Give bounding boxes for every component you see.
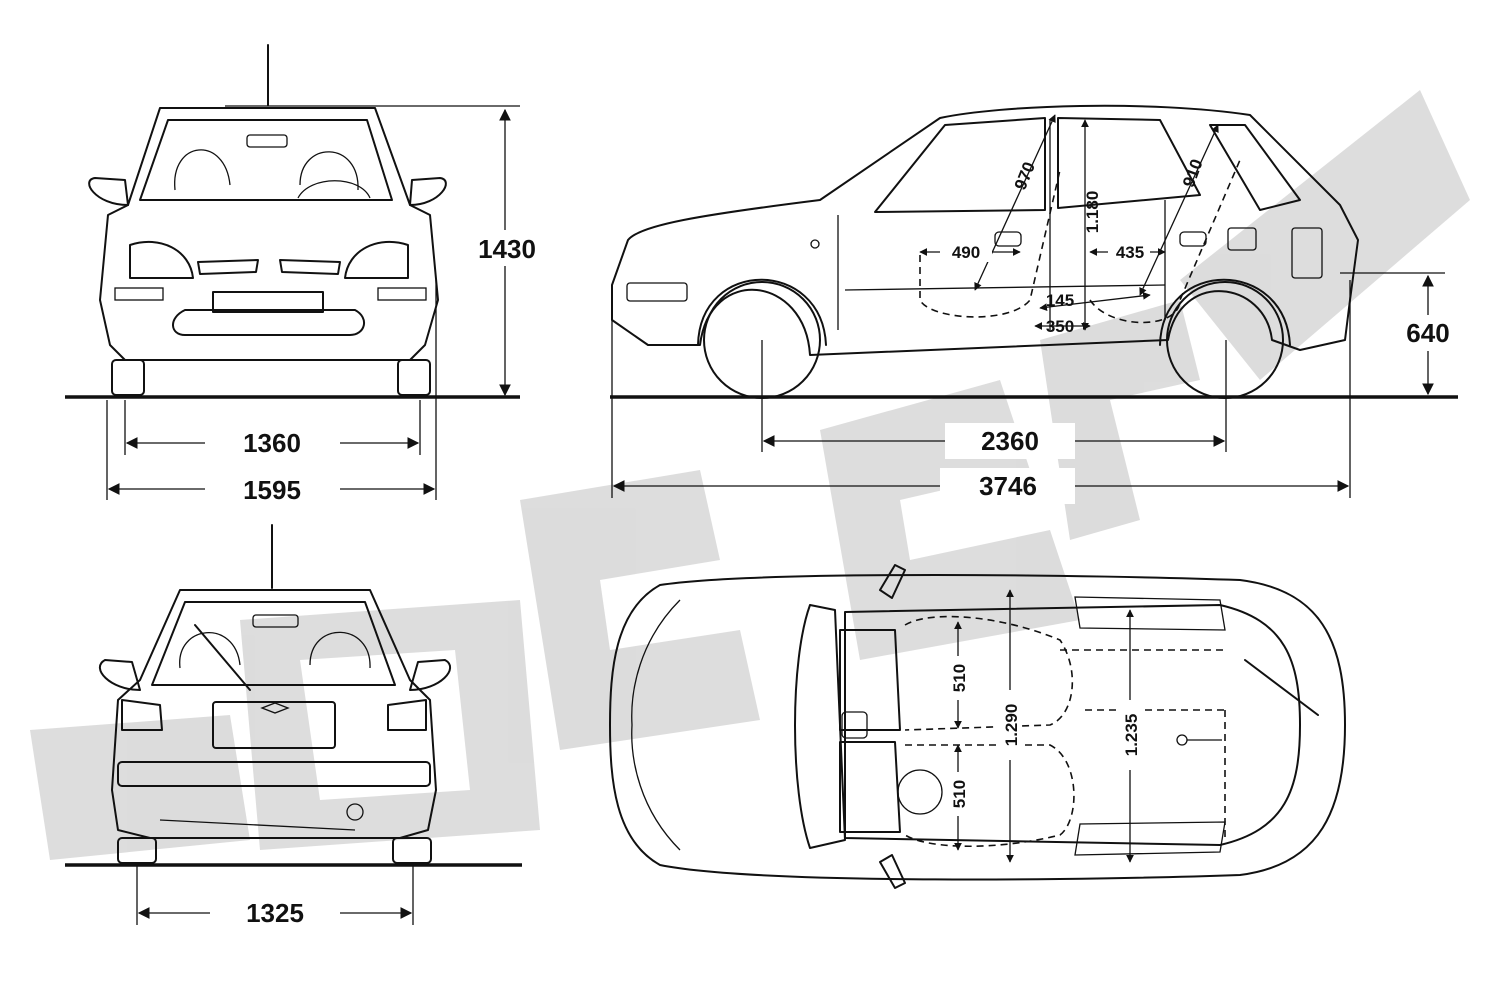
front-body-outline xyxy=(99,107,439,361)
top-rear-wiper xyxy=(1244,659,1319,716)
front-height-label: 1430 xyxy=(478,234,536,264)
headlight-right xyxy=(344,240,409,279)
top-steering-wheel xyxy=(897,769,943,815)
side-front-light xyxy=(626,282,688,302)
rear-door-handle xyxy=(1179,231,1207,247)
front-seat-outline xyxy=(919,169,1061,318)
rear-badge xyxy=(260,702,290,714)
side-view: 970 910 1.180 490 435 145 350 640 2360 3… xyxy=(610,104,1465,504)
front-passenger-seat-dashed xyxy=(904,615,1074,731)
front-tyre-right xyxy=(397,359,431,396)
side-body-outline xyxy=(611,104,1359,356)
front-headroom-arrow xyxy=(974,114,1056,291)
side-rear-wheel xyxy=(1166,281,1284,399)
front-width-label: 1595 xyxy=(243,475,301,505)
knee-room-label: 145 xyxy=(1046,291,1074,310)
front-seat-width-left-label: 510 xyxy=(950,664,969,692)
top-antenna-base xyxy=(1176,734,1188,746)
mirror-left xyxy=(88,177,129,206)
front-track-label: 1360 xyxy=(243,428,301,458)
front-air-intake xyxy=(172,309,365,336)
top-rear-window-right xyxy=(1074,821,1226,856)
front-view: 1430 1360 1595 xyxy=(65,44,542,508)
fog-light-right xyxy=(377,287,427,301)
top-windshield xyxy=(794,604,846,849)
front-windshield xyxy=(139,119,393,201)
front-wheel-arch xyxy=(697,278,827,346)
rear-headrest-right xyxy=(309,631,371,669)
fog-light-left xyxy=(114,287,164,301)
tail-light-right xyxy=(387,699,427,731)
rear-bumper xyxy=(117,761,431,787)
rear-headrest-left xyxy=(179,632,241,669)
front-tyre-left xyxy=(111,359,145,396)
rear-shoulder-width-label: 1.235 xyxy=(1122,714,1141,757)
rear-window xyxy=(151,601,396,686)
interior-height-label: 1.180 xyxy=(1083,191,1102,234)
rear-legroom-label: 435 xyxy=(1116,243,1144,262)
fuel-flap xyxy=(1227,227,1257,251)
exhaust-pipe xyxy=(159,819,356,831)
rear-track-label: 1325 xyxy=(246,898,304,928)
roof-outline xyxy=(844,604,1301,846)
gear-console xyxy=(841,711,868,739)
seat-depth-label: 350 xyxy=(1046,317,1074,336)
front-seat-right-top xyxy=(839,741,901,833)
rear-mirror-right xyxy=(409,659,452,691)
front-shoulder-width-label: 1.290 xyxy=(1002,704,1021,747)
grille-right xyxy=(279,259,341,275)
rear-view-mirror xyxy=(246,134,288,148)
side-quarter-window xyxy=(1209,124,1301,211)
front-seat-width-right-label: 510 xyxy=(950,780,969,808)
top-mirror-right xyxy=(879,854,906,889)
knee-room-arrow xyxy=(1039,291,1151,312)
front-seat-left-top xyxy=(839,629,901,731)
license-plate-rear xyxy=(212,701,336,749)
side-rear-window xyxy=(1057,117,1201,209)
side-indicator xyxy=(810,239,820,249)
rear-bench-dashed xyxy=(1060,649,1226,840)
rear-tyre-right xyxy=(392,837,432,864)
rear-light-side xyxy=(1291,227,1323,279)
brake-light-high xyxy=(252,614,299,628)
top-rear-window-left xyxy=(1074,596,1226,631)
rear-tyre-left xyxy=(117,837,157,864)
mirror-right xyxy=(409,177,447,206)
side-moulding xyxy=(844,284,1166,291)
grille-left xyxy=(197,259,259,275)
front-seat-right xyxy=(299,151,359,191)
rear-view: 1325 xyxy=(65,524,522,931)
rear-wiper xyxy=(194,624,251,691)
front-headroom-label: 970 xyxy=(1011,159,1039,192)
license-plate-front xyxy=(212,291,324,313)
driver-seat-dashed xyxy=(904,744,1075,847)
top-body-outline xyxy=(609,574,1346,881)
loading-height-label: 640 xyxy=(1406,318,1449,348)
rear-wheel-arch xyxy=(1159,278,1291,346)
headlight-left xyxy=(129,240,194,279)
length-label: 3746 xyxy=(979,471,1037,501)
rear-mirror-left xyxy=(98,659,141,691)
wheelbase-label: 2360 xyxy=(981,426,1039,456)
tail-light-left xyxy=(121,699,163,731)
front-legroom-label: 490 xyxy=(952,243,980,262)
hood-edge xyxy=(631,599,681,851)
top-view: 510 510 1.290 1.235 xyxy=(609,564,1346,889)
tow-hook xyxy=(346,803,364,821)
rear-headroom-arrow xyxy=(1139,124,1219,296)
steering-wheel xyxy=(297,180,371,199)
front-seat-left xyxy=(174,149,231,191)
top-mirror-left xyxy=(879,564,906,599)
